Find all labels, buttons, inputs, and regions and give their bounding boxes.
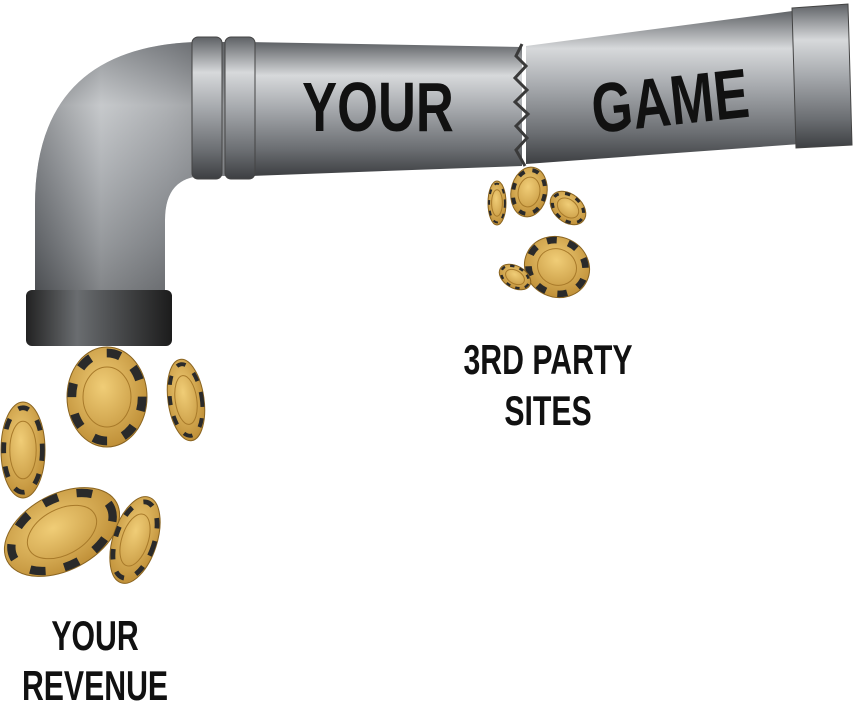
poker-chip: [3, 487, 121, 577]
poker-chip: [109, 496, 161, 584]
poker-chip: [549, 190, 587, 226]
pipe-right-section: [526, 10, 800, 164]
poker-chip: [487, 180, 507, 226]
pipe-end-cap: [791, 3, 853, 149]
poker-chip: [166, 358, 206, 442]
chips: [0, 166, 590, 584]
poker-chip: [524, 235, 590, 299]
poker-chip: [0, 401, 46, 499]
poker-chip: [498, 263, 532, 291]
pipe-crack: [512, 43, 531, 167]
pipe-bottom-cap: [26, 290, 172, 346]
pipe-left-section: [250, 42, 522, 176]
third-party-line1: 3RD PARTY: [463, 336, 632, 383]
pipe: YOUR GAME: [26, 3, 853, 346]
revenue-line1: YOUR: [51, 612, 138, 659]
label-third-party-sites: 3RD PARTY SITES: [463, 336, 632, 434]
poker-chip: [510, 166, 548, 218]
pipe-ring-2: [224, 36, 256, 180]
poker-chip: [66, 346, 148, 448]
pipe-ring-1: [191, 36, 223, 180]
third-party-line2: SITES: [504, 387, 591, 434]
pipe-label-your: YOUR: [302, 69, 454, 147]
label-your-revenue: YOUR REVENUE: [22, 612, 168, 701]
revenue-line2: REVENUE: [22, 662, 168, 701]
pipe-label-game: GAME: [588, 55, 753, 149]
